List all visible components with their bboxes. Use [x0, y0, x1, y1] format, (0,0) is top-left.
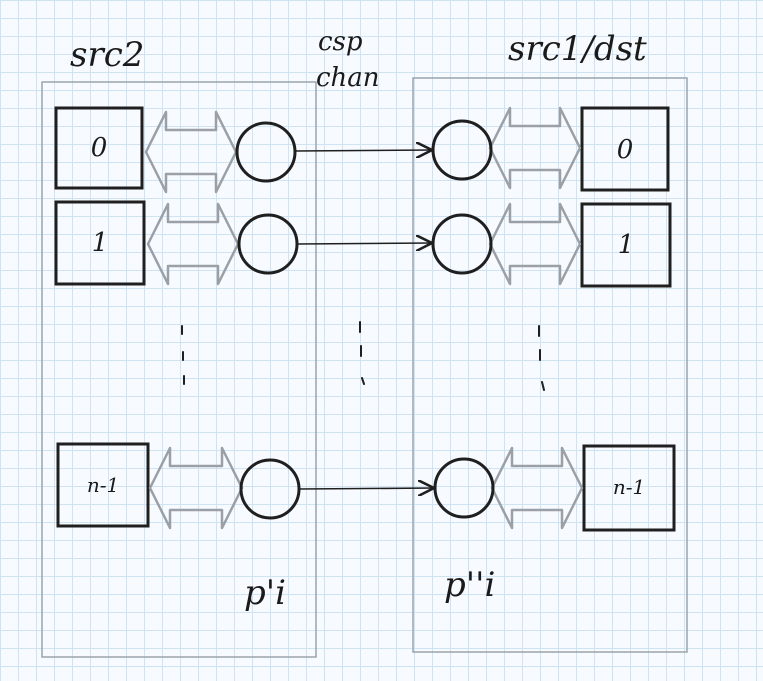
right-port-1	[431, 213, 493, 275]
left-double-arrow-1	[146, 202, 240, 286]
left-group-frame	[41, 81, 317, 658]
right-port-0	[431, 119, 493, 181]
right-process-label: p''i	[444, 565, 495, 605]
right-port-n-1	[433, 457, 495, 519]
middle-group-title-line1: csp	[318, 27, 363, 57]
channel-arrow-0	[294, 150, 432, 151]
left-box-0-label: 0	[91, 133, 108, 163]
left-box-0: 0	[54, 106, 144, 190]
channel-arrow-n-1	[298, 488, 434, 489]
left-double-arrow-0	[144, 110, 238, 194]
left-process-label: p'i	[244, 573, 286, 613]
right-box-n-1-label: n-1	[613, 475, 645, 499]
left-box-1-label: 1	[92, 228, 109, 258]
right-box-1-label: 1	[618, 230, 635, 260]
right-group-title: src1/dst	[508, 29, 647, 69]
right-double-arrow-n-1	[490, 446, 584, 530]
middle-group-title-line2: chan	[316, 63, 380, 93]
left-double-arrow-n-1	[148, 446, 244, 530]
left-port-n-1	[239, 458, 301, 520]
left-box-n-1-label: n-1	[87, 473, 119, 497]
right-group-frame	[412, 77, 688, 653]
right-box-1: 1	[580, 202, 672, 288]
channel-arrow-1	[296, 243, 432, 244]
right-box-0: 0	[580, 106, 670, 192]
right-double-arrow-0	[488, 106, 582, 190]
right-box-0-label: 0	[617, 135, 634, 165]
left-box-1: 1	[54, 200, 146, 286]
left-port-1	[237, 213, 299, 275]
right-box-n-1: n-1	[582, 444, 676, 532]
right-ellipsis	[538, 325, 545, 391]
left-box-n-1: n-1	[56, 442, 150, 528]
right-double-arrow-1	[488, 202, 582, 286]
left-ellipsis	[181, 325, 185, 385]
left-group-title: src2	[70, 35, 144, 75]
left-port-0	[235, 121, 297, 183]
middle-ellipsis	[359, 321, 365, 385]
